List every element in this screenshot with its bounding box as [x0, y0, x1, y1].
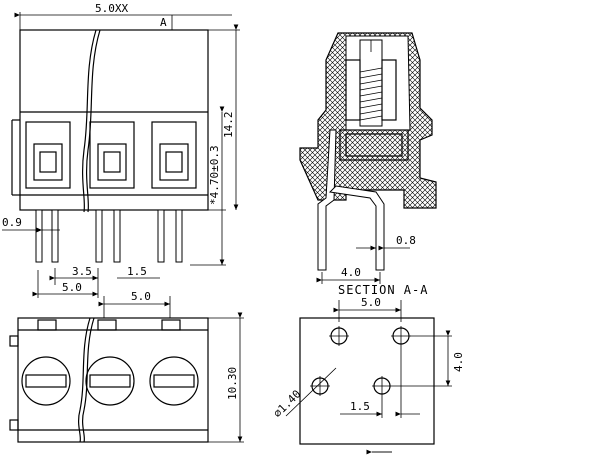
section-pin-spacing-label: 4.0: [341, 266, 361, 279]
pcb-hole-3: [310, 376, 330, 396]
front-row-height-label: *4.70±0.3: [208, 145, 221, 205]
front-pin-width-label: 0.9: [2, 216, 22, 229]
front-pin-offset-label: 1.5: [127, 265, 147, 278]
front-view: 5.0XX A: [2, 2, 240, 298]
section-caption: SECTION A-A: [338, 283, 428, 297]
pcb-offset-label: 1.5: [350, 400, 370, 413]
pcb-row-spacing-label: 4.0: [452, 352, 465, 372]
screw-head-2: [85, 356, 135, 406]
section-marker-a: A: [160, 16, 167, 29]
screw-head-1: [21, 356, 71, 406]
section-pin-width-label: 0.8: [396, 234, 416, 247]
top-pitch-label: 5.0: [131, 290, 151, 303]
top-view: 5.0 10.30: [9, 290, 244, 443]
pcb-hole-4: [372, 376, 392, 396]
clamp-cell-1: [25, 121, 71, 189]
pcb-hole-2: [391, 326, 411, 346]
front-pin-gap-label: 3.5: [72, 265, 92, 278]
clamp-cell-3: [151, 121, 197, 189]
front-width-label: 5.0XX: [95, 2, 128, 15]
top-depth-label: 10.30: [226, 367, 239, 400]
front-pitch-label: 5.0: [62, 281, 82, 294]
section-view: 0.8 4.0 SECTION A-A: [299, 32, 437, 297]
pcb-pitch-label: 5.0: [361, 296, 381, 309]
screw-head-3: [149, 356, 199, 406]
clamp-cell-2: [89, 121, 135, 189]
front-height-label: 14.2: [222, 112, 235, 139]
pcb-view: 5.0 4.0 ⌀1.40 1.5: [271, 296, 465, 455]
front-pins: [35, 209, 183, 263]
pcb-hole-1: [329, 326, 349, 346]
